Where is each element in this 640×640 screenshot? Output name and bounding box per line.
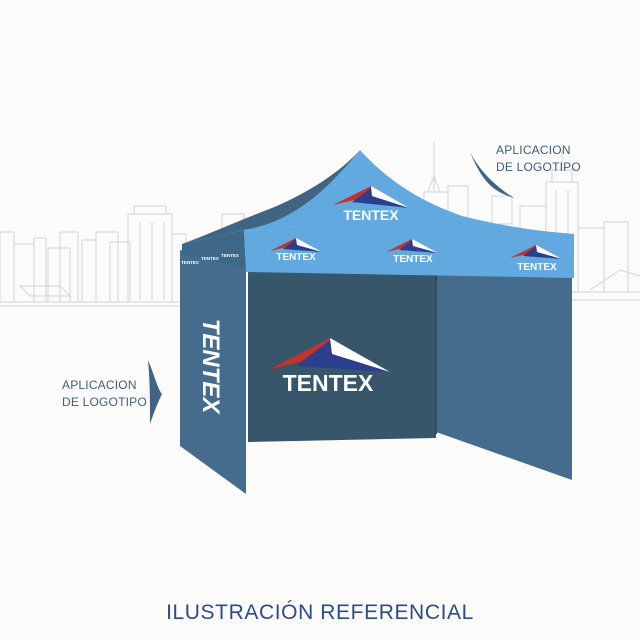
callout-line: DE LOGOTIPO <box>496 160 581 174</box>
tentex-logo-roof: TENTEX <box>333 186 409 223</box>
callout-line: APLICACION <box>62 378 137 392</box>
caption-reference-illustration: ILUSTRACIÓN REFERENCIAL <box>166 601 474 624</box>
brand-text: TENTEX <box>283 370 374 396</box>
brand-text: TENTEX <box>343 207 399 223</box>
callout-line: DE LOGOTIPO <box>62 395 147 409</box>
brand-text: TENTEX <box>181 260 199 265</box>
tent-right-wall <box>436 272 572 480</box>
brand-text: TENTEX <box>517 262 557 273</box>
tentex-logo-valance-3: TENTEX <box>510 245 562 273</box>
tent-left-valance <box>182 230 246 268</box>
tentex-logo-valance-1: TENTEX <box>270 238 322 263</box>
brand-text-vertical: TENTEX <box>197 319 224 416</box>
tent-roof-front <box>244 150 574 240</box>
brand-text: TENTEX <box>276 252 316 263</box>
brand-text: TENTEX <box>393 254 433 265</box>
tentex-logo-left-valance: TENTEX TENTEX TENTEX <box>181 253 239 265</box>
callout-logo-application-left: APLICACION DE LOGOTIPO <box>62 377 147 411</box>
callout-logo-application-top: APLICACION DE LOGOTIPO <box>496 142 581 176</box>
tent-front-valance <box>244 230 574 278</box>
callout-arrow-left-icon <box>148 360 162 424</box>
tentex-logo-valance-2: TENTEX <box>386 239 438 265</box>
tent-left-wall <box>180 250 246 494</box>
brand-text: TENTEX <box>221 253 239 258</box>
brand-text: TENTEX <box>201 256 219 261</box>
callout-line: APLICACION <box>496 143 571 157</box>
tentex-logo-back-wall: TENTEX <box>268 338 390 396</box>
